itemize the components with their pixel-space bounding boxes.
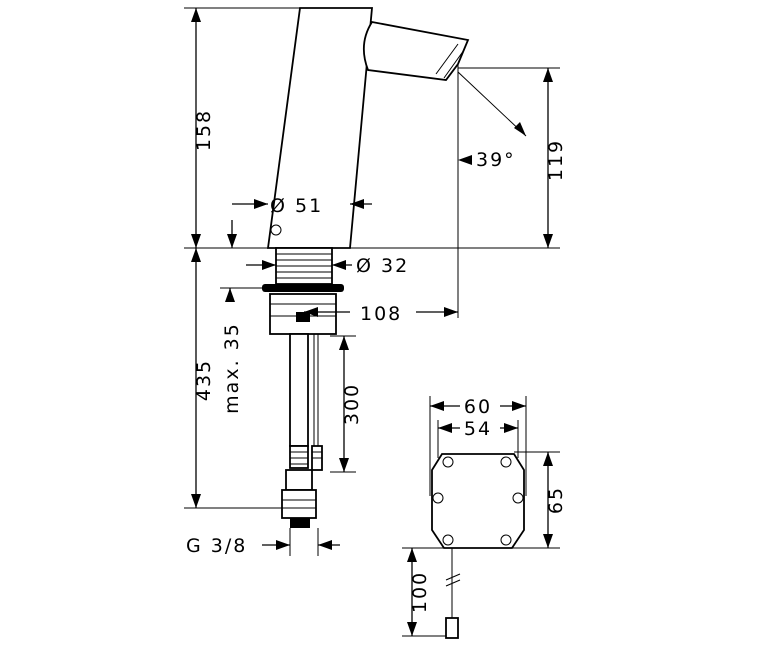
dim-dia-51 <box>227 199 372 248</box>
dim-box-width <box>429 396 527 496</box>
dim-158 <box>184 7 560 249</box>
label-dia-51: Ø 51 <box>270 195 323 217</box>
label-158: 158 <box>193 109 215 151</box>
dim-dia-32 <box>246 260 352 270</box>
faucet-body <box>266 7 470 249</box>
label-65: 65 <box>545 486 567 514</box>
label-100: 100 <box>409 571 431 613</box>
label-300: 300 <box>341 383 363 425</box>
label-60: 60 <box>464 396 492 418</box>
dim-max-35 <box>220 287 262 302</box>
dim-119 <box>458 67 560 248</box>
label-54: 54 <box>464 418 492 440</box>
dim-100 <box>402 547 446 637</box>
dim-65 <box>512 451 560 549</box>
dim-435 <box>184 248 282 509</box>
hose-assembly <box>281 333 323 528</box>
label-thread: G 3/8 <box>186 535 247 557</box>
label-108: 108 <box>360 303 402 325</box>
dim-108 <box>304 307 458 317</box>
label-435: 435 <box>193 359 215 401</box>
dim-thread <box>262 528 340 556</box>
label-dia-32: Ø 32 <box>356 255 409 277</box>
control-box <box>431 453 525 639</box>
label-angle: 39° <box>476 149 516 171</box>
label-max-35: max. 35 <box>221 322 243 414</box>
dim-300 <box>330 335 356 473</box>
faucet-shank <box>262 247 344 335</box>
label-119: 119 <box>545 139 567 181</box>
dim-angle <box>457 64 527 318</box>
